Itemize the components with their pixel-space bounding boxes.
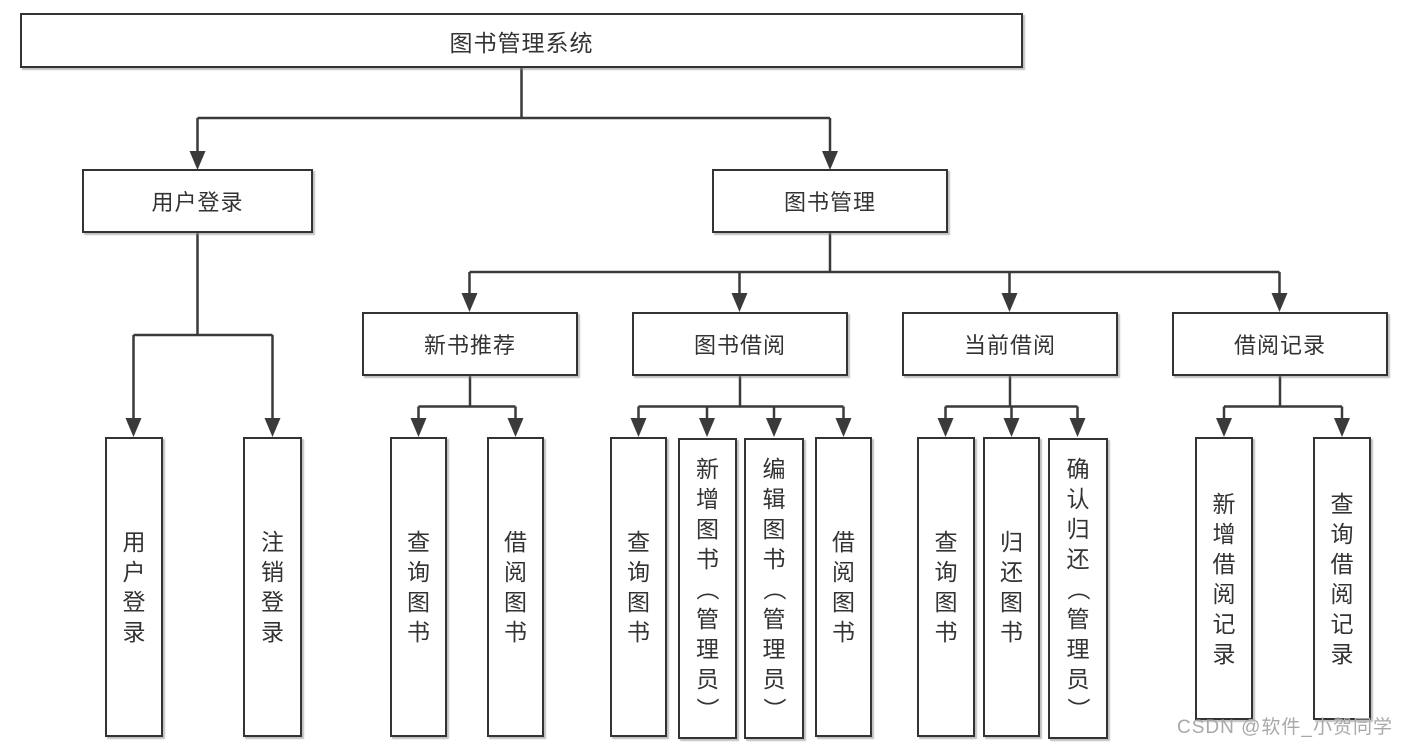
node-new-book-recommend: 新书推荐 bbox=[362, 312, 578, 376]
leaf-label: 注销登录 bbox=[261, 529, 284, 645]
leaf-add-borrow-record: 新增借阅记录 bbox=[1195, 437, 1253, 720]
node-borrow-records: 借阅记录 bbox=[1172, 312, 1388, 376]
leaf-label: 查询图书 bbox=[407, 529, 430, 645]
leaf-borrow-books: 借阅图书 bbox=[815, 437, 872, 737]
csdn-watermark: CSDN @软件_小贺同学 bbox=[1177, 717, 1393, 738]
node-root-system: 图书管理系统 bbox=[20, 13, 1023, 68]
leaf-query-borrow-record: 查询借阅记录 bbox=[1313, 437, 1371, 720]
leaf-label: 借阅图书 bbox=[504, 529, 527, 645]
leaf-borrow-books-recommend: 借阅图书 bbox=[487, 437, 544, 737]
leaf-label: 用户登录 bbox=[122, 529, 146, 645]
leaf-label: 新增图书（管理员） bbox=[694, 455, 721, 721]
node-current-borrow: 当前借阅 bbox=[902, 312, 1118, 376]
leaf-user-login: 用户登录 bbox=[105, 437, 163, 737]
leaf-label: 借阅图书 bbox=[832, 529, 855, 645]
leaf-label: 归还图书 bbox=[1000, 529, 1023, 645]
node-book-management: 图书管理 bbox=[712, 169, 948, 233]
leaf-query-books-current: 查询图书 bbox=[917, 437, 975, 737]
leaf-label: 查询图书 bbox=[934, 529, 958, 645]
node-book-borrow: 图书借阅 bbox=[632, 312, 848, 376]
leaf-label: 新增借阅记录 bbox=[1212, 490, 1236, 667]
leaf-query-books-recommend: 查询图书 bbox=[390, 437, 447, 737]
leaf-edit-books-admin: 编辑图书（管理员） bbox=[744, 438, 804, 739]
leaf-label: 查询图书 bbox=[627, 529, 650, 645]
node-user-login-group: 用户登录 bbox=[82, 169, 313, 233]
leaf-label: 查询借阅记录 bbox=[1330, 490, 1354, 667]
leaf-label: 编辑图书（管理员） bbox=[761, 455, 787, 721]
leaf-query-books-borrow: 查询图书 bbox=[610, 437, 667, 737]
leaf-add-books-admin: 新增图书（管理员） bbox=[678, 438, 737, 739]
leaf-return-books: 归还图书 bbox=[983, 437, 1040, 737]
leaf-confirm-return-admin: 确认归还（管理员） bbox=[1048, 438, 1108, 739]
leaf-label: 确认归还（管理员） bbox=[1065, 455, 1091, 721]
leaf-logout: 注销登录 bbox=[243, 437, 302, 737]
